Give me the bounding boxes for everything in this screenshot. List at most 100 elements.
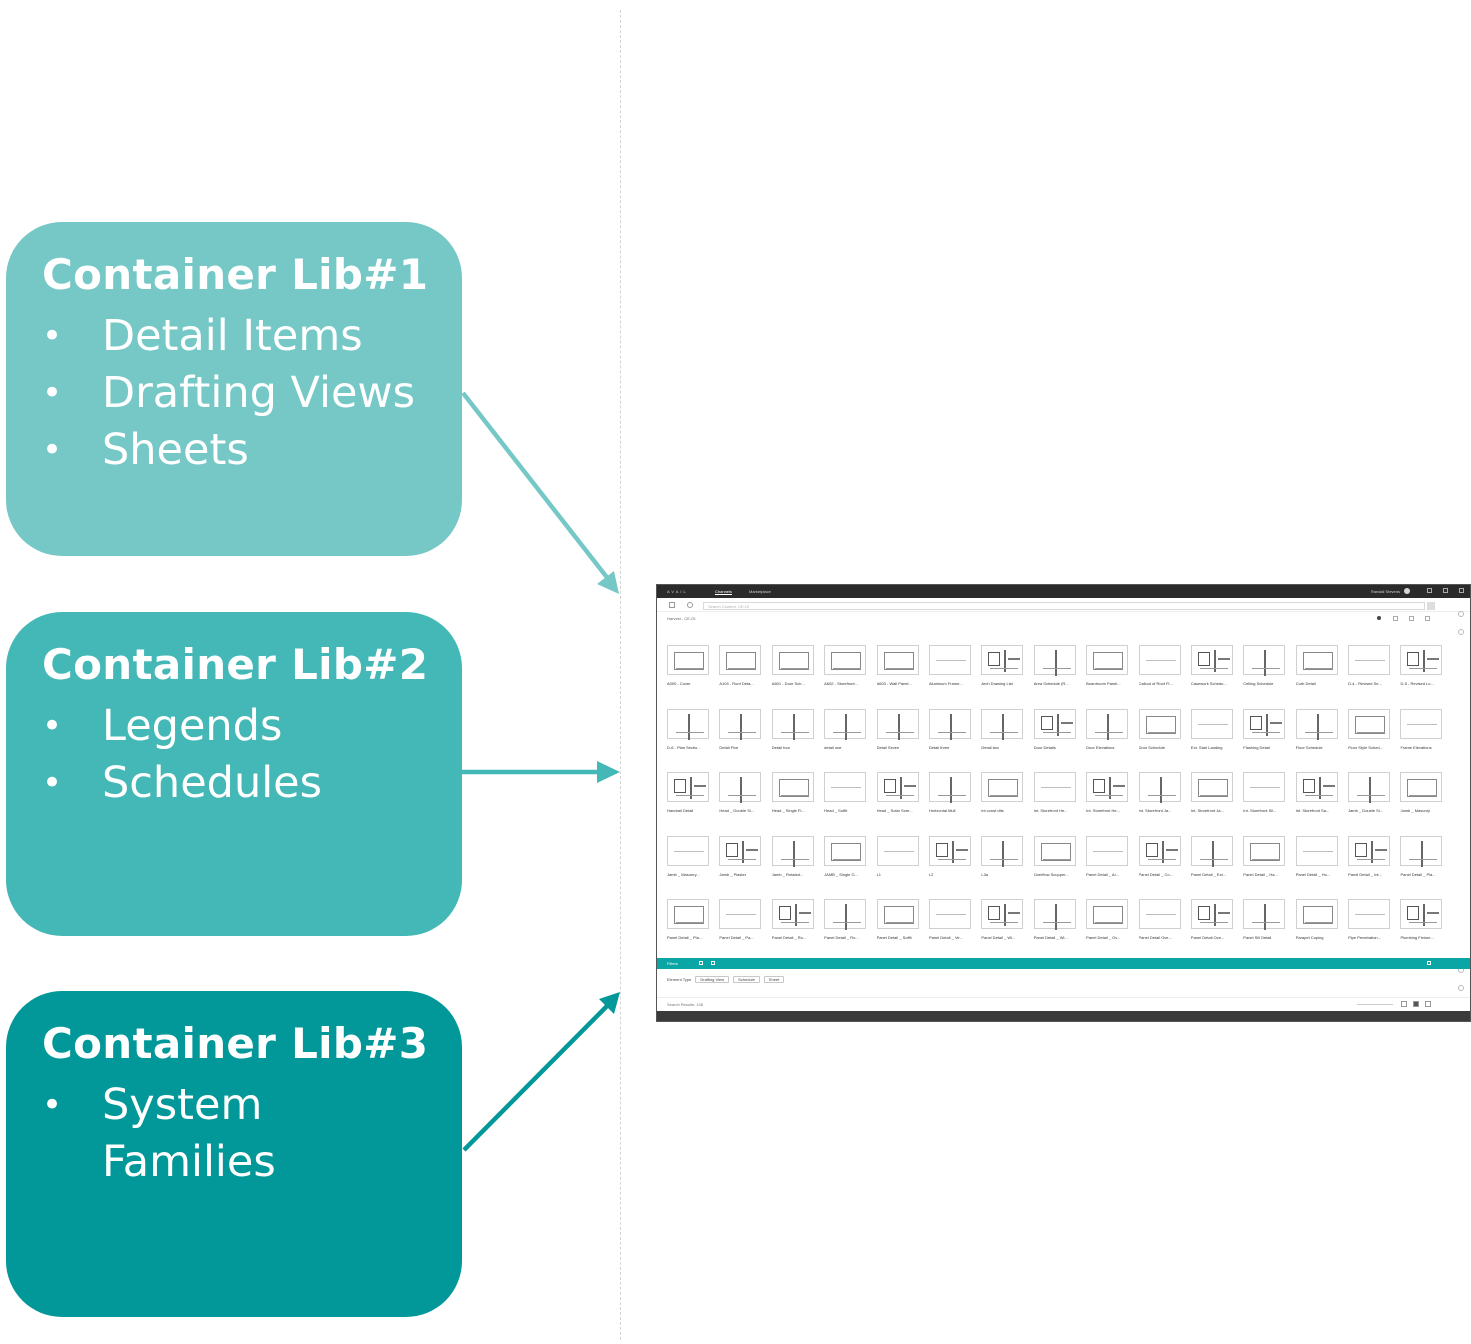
grid-item-thumbnail[interactable] xyxy=(1243,835,1286,866)
home-icon[interactable] xyxy=(687,602,693,608)
grid-item-thumbnail[interactable] xyxy=(1243,645,1286,676)
grid-item[interactable]: Door Schedule xyxy=(1135,703,1187,767)
grid-item[interactable]: Jamb _ Masonry... xyxy=(663,830,715,894)
side-rail-icon[interactable] xyxy=(1458,611,1464,617)
grid-item-thumbnail[interactable] xyxy=(1190,899,1233,929)
avatar[interactable] xyxy=(1404,588,1410,594)
grid-item[interactable]: L3a xyxy=(977,830,1029,894)
grid-item-thumbnail[interactable] xyxy=(928,772,971,803)
grid-item[interactable]: Head _ Soffit xyxy=(820,766,872,830)
grid-item[interactable]: L2 xyxy=(925,830,977,894)
grid-item-thumbnail[interactable] xyxy=(1348,772,1391,803)
grid-item[interactable]: L1 xyxy=(873,830,925,894)
grid-item-thumbnail[interactable] xyxy=(771,772,814,802)
grid-item[interactable]: Panel Detail _ Ov... xyxy=(1082,893,1134,957)
grid-item[interactable]: Door Elevations xyxy=(1082,703,1134,767)
grid-item[interactable]: Aluminum Frame... xyxy=(925,639,977,703)
grid-item[interactable]: Head _ Double Si... xyxy=(715,766,767,830)
grid-item-thumbnail[interactable] xyxy=(1348,835,1391,866)
grid-item[interactable]: Panel Detail _ Soffit xyxy=(873,893,925,957)
grid-item-thumbnail[interactable] xyxy=(1400,899,1443,929)
minimize-icon[interactable] xyxy=(1427,588,1432,593)
grid-item-thumbnail[interactable] xyxy=(719,645,762,675)
grid-item-thumbnail[interactable] xyxy=(667,708,709,740)
grid-item-thumbnail[interactable] xyxy=(1086,645,1129,675)
grid-item[interactable]: Frame Elevations xyxy=(1396,703,1448,767)
grid-item[interactable]: Panel Detail _ Ve... xyxy=(925,893,977,957)
grid-item[interactable]: D-5 - Revised Lo... xyxy=(1396,639,1448,703)
grid-item-thumbnail[interactable] xyxy=(1190,645,1233,675)
grid-item-thumbnail[interactable] xyxy=(981,772,1024,802)
grid-item[interactable]: Door Details xyxy=(1030,703,1082,767)
grid-item-thumbnail[interactable] xyxy=(876,708,919,740)
grid-item[interactable]: Detail three xyxy=(925,703,977,767)
side-rail-icon[interactable] xyxy=(1458,985,1464,991)
grid-item[interactable]: Panel Detail _ Int... xyxy=(1344,830,1396,894)
grid-item[interactable]: Panel Detail _ Ar... xyxy=(1082,830,1134,894)
grid-item-thumbnail[interactable] xyxy=(824,899,867,930)
grid-item[interactable]: Detail Five xyxy=(715,703,767,767)
grid-item[interactable]: Panel Detail Ove... xyxy=(1135,893,1187,957)
grid-item-thumbnail[interactable] xyxy=(1033,772,1076,802)
grid-item[interactable]: Floor Style Sched... xyxy=(1344,703,1396,767)
grid-item-thumbnail[interactable] xyxy=(1295,772,1338,802)
grid-item-thumbnail[interactable] xyxy=(771,708,814,740)
grid-item[interactable]: D-4 - Revised Se... xyxy=(1344,639,1396,703)
grid-item-thumbnail[interactable] xyxy=(1033,899,1076,930)
search-input[interactable]: Search Content, CE-OI xyxy=(703,602,1425,610)
grid-item[interactable]: Panel Detail _ Ho... xyxy=(1292,830,1344,894)
grid-item[interactable]: Pipe Penetration... xyxy=(1344,893,1396,957)
grid-item[interactable]: A104 - Roof Deta... xyxy=(715,639,767,703)
grid-item-thumbnail[interactable] xyxy=(1400,835,1443,867)
grid-item[interactable]: A602 - Storefront... xyxy=(820,639,872,703)
grid-item[interactable]: Callout of Roof Fl... xyxy=(1135,639,1187,703)
grid-item[interactable]: A601 - Door Sch... xyxy=(768,639,820,703)
grid-item-thumbnail[interactable] xyxy=(876,772,919,802)
detail-view-icon[interactable] xyxy=(1425,1001,1431,1007)
grid-item-thumbnail[interactable] xyxy=(928,645,971,675)
grid-item[interactable]: A000 - Cover xyxy=(663,639,715,703)
grid-item-thumbnail[interactable] xyxy=(1243,708,1286,739)
grid-item[interactable]: Int. Storefront Sa... xyxy=(1292,766,1344,830)
grid-item-thumbnail[interactable] xyxy=(1348,899,1391,929)
grid-item-thumbnail[interactable] xyxy=(876,899,919,929)
grid-item-thumbnail[interactable] xyxy=(1138,772,1181,803)
grid-item-thumbnail[interactable] xyxy=(824,835,867,866)
grid-item[interactable]: Panel Detail Ove... xyxy=(1187,893,1239,957)
grid-item-thumbnail[interactable] xyxy=(1138,645,1181,675)
grid-item-thumbnail[interactable] xyxy=(771,645,814,675)
settings-icon[interactable] xyxy=(1425,616,1430,621)
grid-item[interactable]: Int. Storefront Ja... xyxy=(1187,766,1239,830)
grid-item-thumbnail[interactable] xyxy=(928,835,971,866)
maximize-icon[interactable] xyxy=(1443,588,1448,593)
grid-item[interactable]: Horizontal Mull xyxy=(925,766,977,830)
grid-item[interactable]: Panel Detail _ Wi... xyxy=(977,893,1029,957)
grid-item-thumbnail[interactable] xyxy=(1295,645,1338,675)
zoom-slider[interactable] xyxy=(1357,1004,1393,1005)
grid-item[interactable]: JAMB _ Single G... xyxy=(820,830,872,894)
grid-item[interactable]: Casework Schedu... xyxy=(1187,639,1239,703)
grid-item-thumbnail[interactable] xyxy=(824,708,867,740)
grid-item-thumbnail[interactable] xyxy=(1295,835,1338,866)
sort-icon[interactable] xyxy=(1393,616,1398,621)
list-view-icon[interactable] xyxy=(1401,1001,1407,1007)
grid-item[interactable]: Jamb _ Double Si... xyxy=(1344,766,1396,830)
collapse-icon[interactable] xyxy=(1427,961,1431,965)
grid-item-thumbnail[interactable] xyxy=(1400,708,1443,739)
grid-item[interactable]: Panel Detail _ Pla... xyxy=(1396,830,1448,894)
grid-item-thumbnail[interactable] xyxy=(771,899,814,929)
grid-item-thumbnail[interactable] xyxy=(824,772,867,802)
chip-schedule[interactable]: Schedule xyxy=(733,975,760,983)
grid-item-thumbnail[interactable] xyxy=(1138,899,1181,929)
grid-item[interactable]: Head _ Solar Scre... xyxy=(873,766,925,830)
filter-icon[interactable] xyxy=(699,961,703,965)
grid-item-thumbnail[interactable] xyxy=(719,835,762,866)
grid-view-icon[interactable] xyxy=(1413,1001,1419,1007)
grid-item[interactable]: A603 - Wall Panel... xyxy=(873,639,925,703)
grid-item[interactable]: Ceiling Schedule xyxy=(1239,639,1291,703)
grid-item-thumbnail[interactable] xyxy=(719,772,762,803)
grid-item-thumbnail[interactable] xyxy=(667,899,709,929)
grid-item[interactable]: Overflow Scupper... xyxy=(1030,830,1082,894)
grid-item[interactable]: Plumbing Fixture... xyxy=(1396,893,1448,957)
grid-item-thumbnail[interactable] xyxy=(1295,708,1338,740)
